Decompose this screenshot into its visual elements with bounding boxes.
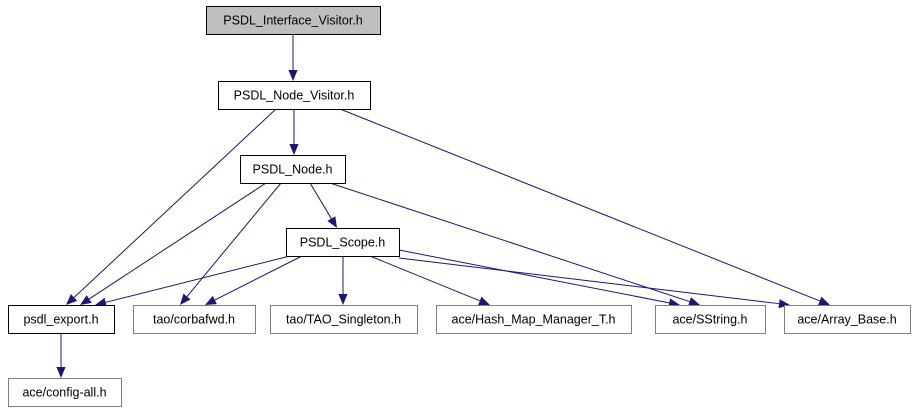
node-box[interactable] (655, 305, 766, 334)
graph-node-psdl_export[interactable]: psdl_export.h (8, 305, 115, 334)
graph-edge (369, 255, 481, 302)
node-box[interactable] (218, 81, 371, 110)
node-label: ace/Hash_Map_Manager_T.h (452, 312, 616, 326)
node-box[interactable] (436, 305, 632, 334)
graph-edges (56, 34, 830, 378)
graph-edge-arrowhead (56, 367, 66, 378)
node-label: PSDL_Interface_Visitor.h (223, 13, 362, 27)
graph-edge-arrowhead (66, 294, 78, 305)
graph-edge (398, 249, 670, 304)
graph-edge (329, 182, 690, 303)
graph-edge-arrowhead (778, 299, 790, 309)
node-box[interactable] (784, 305, 911, 334)
node-label: tao/TAO_Singleton.h (286, 312, 401, 326)
graph-edge (186, 182, 282, 297)
graph-node-ace_array_base[interactable]: ace/Array_Base.h (784, 305, 911, 334)
node-box[interactable] (270, 305, 418, 334)
node-box[interactable] (206, 6, 381, 35)
node-box[interactable] (286, 228, 400, 257)
node-box[interactable] (8, 378, 122, 407)
graph-node-tao_corbafwd[interactable]: tao/corbafwd.h (133, 305, 256, 334)
node-label: PSDL_Node.h (253, 162, 333, 176)
graph-edge-arrowhead (180, 293, 191, 305)
graph-node-ace_config_all[interactable]: ace/config-all.h (8, 378, 122, 407)
node-label: ace/Array_Base.h (797, 312, 896, 326)
graph-edge (309, 182, 332, 219)
graph-node-ace_sstring[interactable]: ace/SString.h (655, 305, 766, 334)
graph-edge (73, 108, 277, 298)
graph-edge-arrowhead (288, 70, 298, 81)
graph-edge-arrowhead (205, 295, 217, 305)
graph-edge (398, 257, 780, 305)
node-box[interactable] (8, 305, 115, 334)
graph-node-psdl_node_visitor[interactable]: PSDL_Node_Visitor.h (218, 81, 371, 110)
graph-node-tao_singleton[interactable]: tao/TAO_Singleton.h (270, 305, 418, 334)
graph-nodes: PSDL_Interface_Visitor.hPSDL_Node_Visito… (8, 6, 911, 407)
graph-node-psdl_node[interactable]: PSDL_Node.h (240, 155, 346, 184)
graph-node-psdl_interface_visitor[interactable]: PSDL_Interface_Visitor.h (206, 6, 381, 35)
node-label: PSDL_Scope.h (300, 235, 386, 249)
graph-edge-arrowhead (80, 295, 92, 305)
graph-edge-arrowhead (818, 296, 830, 306)
graph-edge-arrowhead (688, 297, 700, 306)
node-box[interactable] (133, 305, 256, 334)
node-box[interactable] (240, 155, 346, 184)
graph-edge-arrowhead (327, 216, 337, 228)
node-label: ace/SString.h (672, 312, 747, 326)
node-label: ace/config-all.h (22, 385, 106, 399)
node-label: tao/corbafwd.h (153, 312, 235, 326)
graph-edge-arrowhead (338, 294, 348, 305)
graph-edge (214, 255, 303, 301)
graph-node-ace_hash_map[interactable]: ace/Hash_Map_Manager_T.h (436, 305, 632, 334)
graph-edge (88, 182, 267, 300)
graph-edge-arrowhead (478, 296, 490, 306)
graph-edge (105, 255, 291, 303)
graph-edge (339, 108, 820, 302)
node-label: PSDL_Node_Visitor.h (234, 88, 355, 102)
graph-edge-arrowhead (95, 297, 107, 307)
graph-node-psdl_scope[interactable]: PSDL_Scope.h (286, 228, 400, 257)
node-label: psdl_export.h (23, 312, 98, 326)
graph-edge-arrowhead (289, 144, 299, 155)
